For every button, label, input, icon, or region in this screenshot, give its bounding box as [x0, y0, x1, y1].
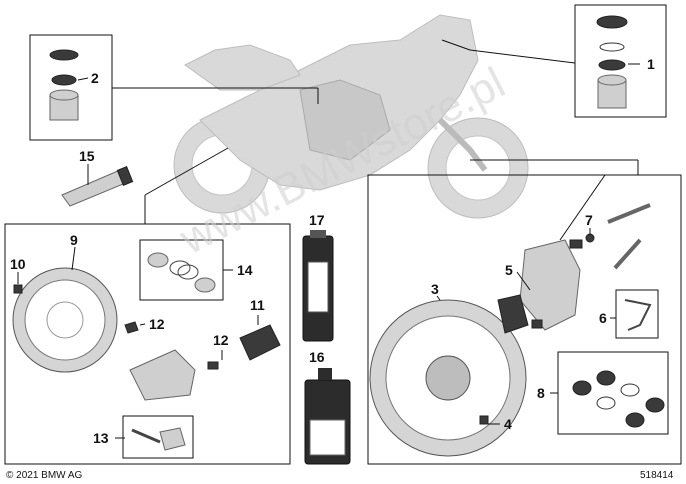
callout-14: 14	[237, 262, 253, 278]
retaining-spring	[624, 299, 652, 331]
copyright-text: © 2021 BMW AG	[6, 470, 83, 481]
rear-brake-disc	[12, 267, 118, 373]
bleeder-12	[207, 361, 219, 370]
front-caliper	[497, 239, 581, 334]
reservoir-cap-front	[596, 15, 628, 109]
callout-13: 13	[93, 430, 109, 446]
callout-6: 6	[599, 310, 607, 326]
brake-fluid-bottle	[304, 368, 351, 465]
box-front-brake	[367, 174, 682, 465]
rear-brake-pads	[239, 324, 281, 361]
callout-4: 4	[504, 416, 512, 432]
callout-8: 8	[537, 385, 545, 401]
pin-and-spring	[131, 427, 186, 451]
callout-12-clip: 12	[149, 316, 165, 332]
box-item-6	[615, 289, 659, 339]
front-caliper-pistons	[572, 370, 665, 428]
box-item-13	[122, 415, 194, 459]
screw-10	[13, 284, 23, 294]
callout-15: 15	[79, 148, 95, 164]
callout-12-bleeder: 12	[213, 332, 229, 348]
motorcycle-illustration	[173, 14, 529, 219]
callout-11: 11	[250, 297, 265, 313]
callout-16: 16	[309, 349, 325, 365]
grease-tube	[61, 166, 134, 207]
callout-10: 10	[10, 256, 26, 272]
spray-can	[302, 230, 334, 342]
callout-1: 1	[647, 56, 655, 72]
callout-5: 5	[505, 262, 513, 278]
box-item-8	[557, 351, 669, 435]
callout-2: 2	[91, 70, 99, 86]
rear-caliper	[129, 349, 196, 401]
caliper-bolts	[569, 203, 651, 270]
box-item-1	[574, 4, 667, 118]
diagram-number: 518414	[640, 470, 674, 481]
disc-bolt	[479, 415, 489, 425]
callout-3: 3	[431, 281, 439, 297]
callout-9: 9	[70, 232, 78, 248]
rear-caliper-pistons	[147, 252, 216, 293]
reservoir-cap-rear	[49, 49, 79, 121]
callout-7: 7	[585, 212, 593, 228]
clip-12	[124, 321, 139, 334]
front-brake-disc	[369, 299, 527, 457]
callout-17: 17	[309, 212, 325, 228]
box-rear-brake	[4, 223, 291, 465]
